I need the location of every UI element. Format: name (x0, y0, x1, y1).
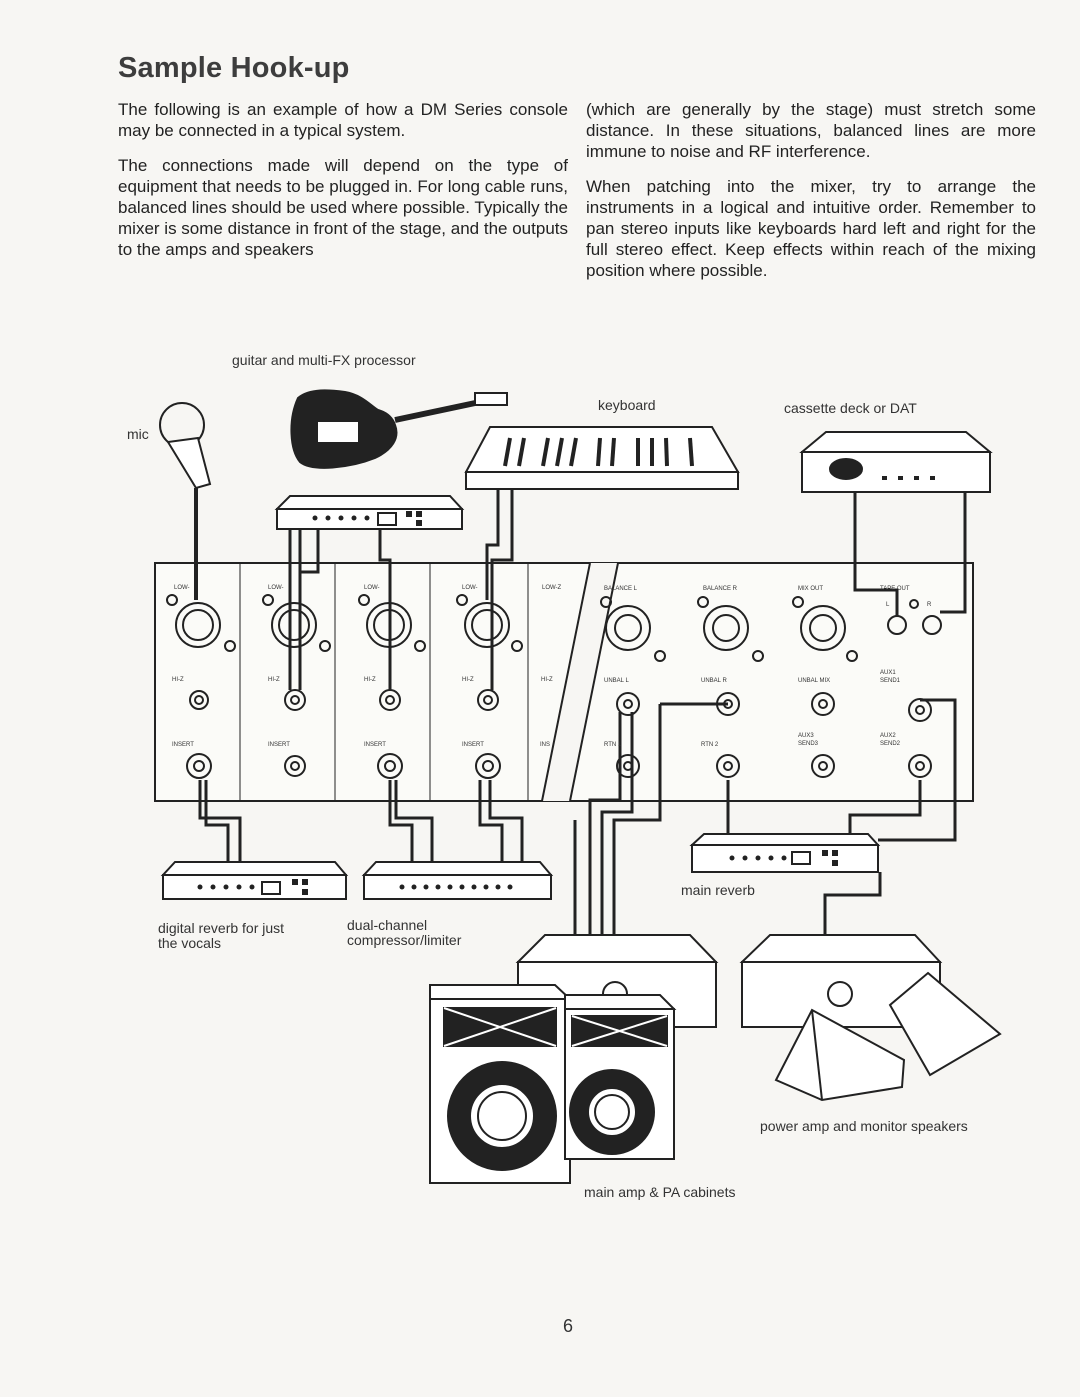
mix-out-xlr (792, 596, 858, 662)
ch3-insert-label: INSERT (364, 742, 386, 748)
balanced-lines-paragraph: (which are generally by the stage) must … (586, 100, 1036, 161)
balance-l-label: BALANCE L (604, 586, 638, 592)
rtn1-label: RTN 1 (604, 742, 622, 748)
main-reverb-label: main reverb (681, 882, 755, 898)
send3-label: SEND3 (798, 741, 819, 747)
ch2-low-label: LOW- (268, 585, 284, 591)
ch1-hiz-label: HI-Z (172, 677, 184, 683)
ch3-low-label: LOW- (364, 585, 380, 591)
ch3-hiz-label: HI-Z (364, 677, 376, 683)
ch2-insert-label: INSERT (268, 742, 290, 748)
channel-4-connectors (456, 594, 523, 779)
aux2-label: AUX2 (880, 733, 896, 739)
multi-fx-processor-icon (274, 495, 465, 530)
ch4-hiz-label: HI-Z (462, 677, 474, 683)
channel-1-connectors (166, 594, 236, 779)
monitor-wedge-right-icon (888, 971, 1002, 1077)
pa-cabinet-right-icon (564, 994, 677, 1160)
mic-label: mic (127, 426, 149, 442)
guitar-label: guitar and multi-FX processor (232, 352, 416, 368)
guitar-icon (290, 389, 508, 469)
compressor-label-line1: dual-channel (347, 917, 427, 933)
digital-reverb-label-line1: digital reverb for just (158, 920, 284, 936)
aux3-label: AUX3 (798, 733, 814, 739)
ch1-insert-label: INSERT (172, 742, 194, 748)
keyboard-icon (464, 426, 740, 490)
mic-icon (159, 402, 212, 600)
balance-l-xlr (600, 596, 666, 662)
indicator-dots (197, 476, 935, 895)
left-column: The following is an example of how a DM … (118, 99, 568, 274)
tape-r-label: R (927, 602, 932, 608)
cassette-label: cassette deck or DAT (784, 400, 917, 416)
unbal-l-label: UNBAL L (604, 678, 629, 684)
page-title: Sample Hook-up (118, 52, 350, 84)
ch2-hiz-label: HI-Z (268, 677, 280, 683)
rtn2-label: RTN 2 (701, 742, 719, 748)
ch5-low-z-label: LOW-Z (542, 585, 562, 591)
monitor-wedge-left-icon (774, 1008, 906, 1102)
digital-reverb-label-line2: the vocals (158, 935, 221, 951)
mix-out-label: MIX OUT (798, 586, 823, 592)
cables (198, 489, 967, 935)
patching-paragraph: When patching into the mixer, try to arr… (586, 177, 1036, 280)
aux1-label: AUX1 (880, 670, 896, 676)
page-number: 6 (563, 1316, 574, 1336)
ch1-low-label: LOW- (174, 585, 190, 591)
compressor-limiter-icon (361, 861, 554, 900)
tape-out-label: TAPE OUT (880, 586, 910, 592)
keyboard-label: keyboard (598, 397, 656, 413)
channel-2-connectors (262, 594, 331, 777)
intro-paragraph: The following is an example of how a DM … (118, 100, 568, 140)
cassette-deck-icon (799, 431, 993, 493)
ch5-hiz-label: HI-Z (541, 677, 553, 683)
rtn-and-send-jacks (616, 754, 932, 778)
connections-paragraph: The connections made will depend on the … (118, 156, 568, 259)
unbal-mix-label: UNBAL MIX (798, 678, 830, 684)
balance-r-xlr (697, 596, 764, 662)
right-column: (which are generally by the stage) must … (586, 99, 1036, 295)
ch4-insert-label: INSERT (462, 742, 484, 748)
power-amp-label: power amp and monitor speakers (760, 1118, 968, 1134)
vocal-reverb-icon (160, 861, 349, 900)
main-amp-label: main amp & PA cabinets (584, 1184, 735, 1200)
compressor-label-line2: compressor/limiter (347, 932, 462, 948)
ch5-ins-label: INS (540, 742, 550, 748)
tape-l-label: L (886, 602, 890, 608)
balance-r-label: BALANCE R (703, 586, 738, 592)
pa-cabinet-left-icon (429, 984, 573, 1184)
ch4-low-label: LOW- (462, 585, 478, 591)
send2-label: SEND2 (880, 741, 901, 747)
unbal-r-label: UNBAL R (701, 678, 727, 684)
send1-label: SEND1 (880, 678, 901, 684)
main-reverb-icon (689, 833, 881, 873)
